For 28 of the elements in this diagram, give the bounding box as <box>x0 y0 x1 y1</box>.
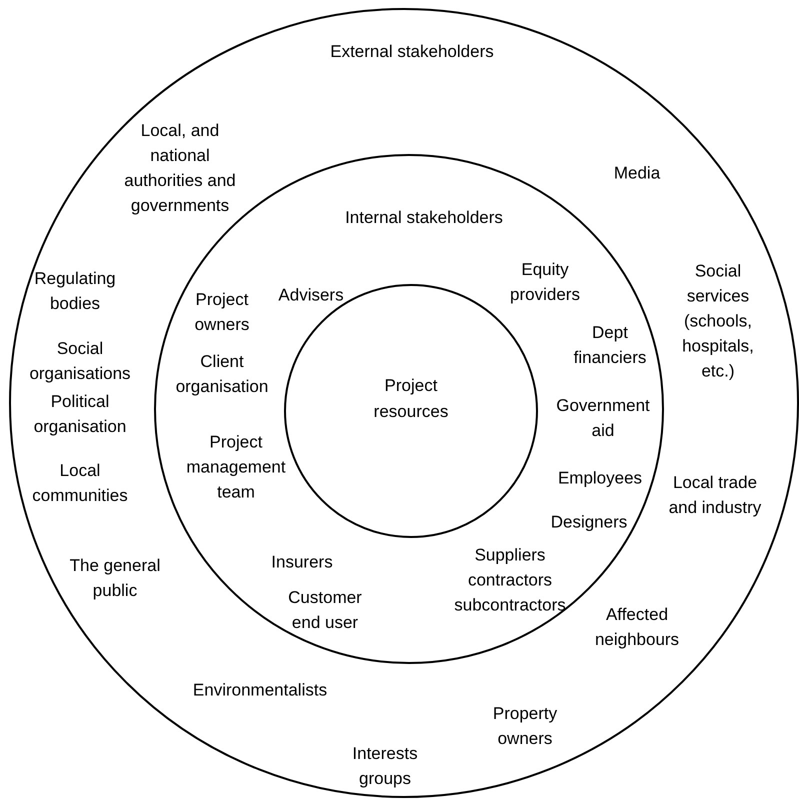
circle-heading: Internal stakeholders <box>344 207 504 229</box>
stakeholder-label: Insurers <box>270 552 334 574</box>
stakeholder-label: Customer end user <box>287 587 363 634</box>
stakeholder-label: Affected neighbours <box>594 604 680 651</box>
stakeholder-label: Project owners <box>194 289 250 336</box>
stakeholder-label: Environmentalists <box>192 680 328 702</box>
stakeholder-label: Local, and national authorities and governments <box>123 120 237 217</box>
stakeholder-label: Social organisations <box>28 338 132 385</box>
stakeholder-label: Regulating bodies <box>33 268 117 315</box>
circle-heading: External stakeholders <box>329 41 495 63</box>
stakeholder-label: Client organisation <box>174 351 270 398</box>
stakeholder-label: Political organisation <box>32 391 128 438</box>
stakeholder-label: Designers <box>550 512 628 534</box>
circle-heading: Project resources <box>372 375 450 423</box>
stakeholder-label: Employees <box>556 468 644 490</box>
stakeholder-label: Interests groups <box>351 743 419 790</box>
stakeholder-label: Advisers <box>277 284 345 306</box>
stakeholder-label: Social services (schools, hospitals, etc.) <box>681 260 755 382</box>
stakeholder-label: The general public <box>68 555 162 602</box>
stakeholder-label: Local communities <box>31 460 129 507</box>
stakeholder-label: Media <box>612 162 662 184</box>
stakeholder-label: Project management team <box>185 432 287 504</box>
stakeholder-label: Suppliers contractors subcontractors <box>453 544 567 616</box>
stakeholder-label: Government aid <box>555 395 651 442</box>
stakeholder-label: Equity providers <box>509 259 581 306</box>
stakeholder-label: Property owners <box>492 703 558 750</box>
stakeholder-label: Dept financiers <box>572 322 648 369</box>
stakeholder-label: Local trade and industry <box>668 472 762 519</box>
